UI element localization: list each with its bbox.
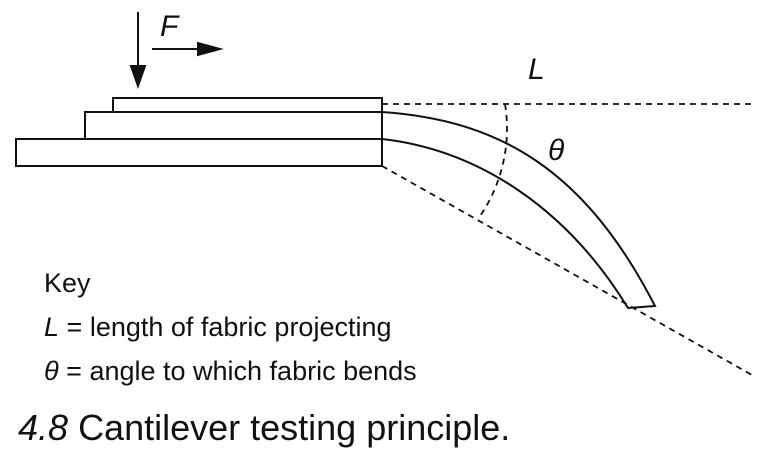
bend-angle-line <box>381 165 753 376</box>
force-label: F <box>160 10 179 43</box>
key-entry-text: = angle to which fabric bends <box>66 356 417 386</box>
figure-caption-text: Cantilever testing principle. <box>78 407 511 448</box>
base-plate <box>15 138 383 167</box>
key-entry-length: L = length of fabric projecting <box>44 314 392 341</box>
bent-fabric <box>381 111 657 310</box>
key-entry-angle: θ = angle to which fabric bends <box>44 358 417 385</box>
figure-number: 4.8 <box>18 407 69 448</box>
force-down-arrow-head <box>129 65 147 90</box>
force-right-arrow-head <box>197 41 224 57</box>
length-label: L <box>528 53 545 86</box>
angle-label: θ <box>548 134 565 167</box>
angle-arc <box>477 103 508 220</box>
key-entry-symbol: L <box>44 312 60 342</box>
middle-plate <box>84 111 383 140</box>
figure-caption: 4.8 Cantilever testing principle. <box>18 410 510 446</box>
key-entry-symbol: θ <box>44 356 59 386</box>
key-entry-text: = length of fabric projecting <box>66 312 392 342</box>
key-heading: Key <box>44 268 91 298</box>
top-plate <box>112 97 383 113</box>
